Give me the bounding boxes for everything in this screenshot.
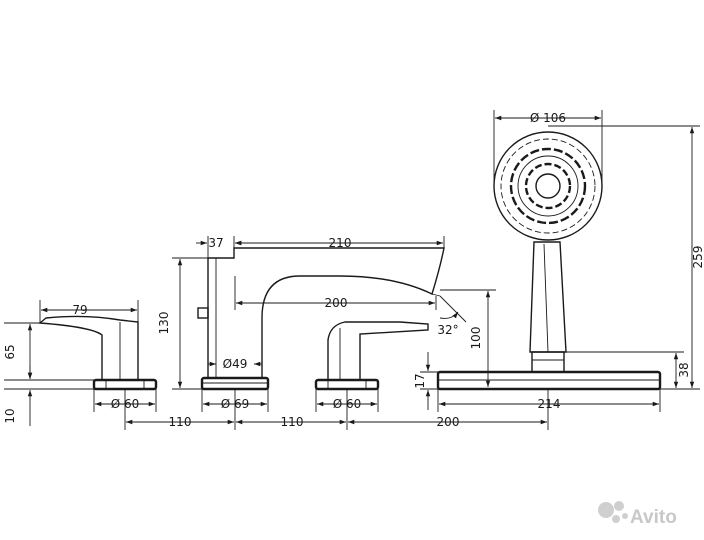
shower-base-plate <box>436 370 662 391</box>
dim-10: 10 <box>3 408 17 423</box>
left-handle-drawing <box>38 315 158 391</box>
shower-holder <box>531 351 565 373</box>
dim-37: 37 <box>208 236 223 250</box>
dimension-lines <box>4 110 700 430</box>
dim-130: 130 <box>157 312 171 335</box>
dim-49-diameter: Ø49 <box>223 357 248 371</box>
dim-38: 38 <box>677 362 691 377</box>
spout-base <box>200 376 270 391</box>
dim-200-bottom: 200 <box>437 415 460 429</box>
dim-79: 79 <box>72 303 87 317</box>
left-handle-base <box>92 378 158 391</box>
middle-handle-lever <box>327 321 429 381</box>
shower-head-center <box>535 173 561 199</box>
hand-shower-drawing <box>436 131 662 391</box>
dim-110-left: 110 <box>169 415 192 429</box>
left-handle-lever <box>38 315 139 381</box>
dim-left-base-diameter: Ø 60 <box>111 397 140 411</box>
avito-logo-icon <box>598 501 628 523</box>
shower-handle <box>529 241 567 353</box>
dim-106-diameter: Ø 106 <box>530 111 566 125</box>
dim-210: 210 <box>329 236 352 250</box>
dim-110-right: 110 <box>281 415 304 429</box>
avito-brand-text: Avito <box>630 507 677 528</box>
avito-watermark: Avito <box>598 501 677 528</box>
middle-handle-drawing <box>314 321 429 391</box>
spout-button <box>197 307 209 319</box>
dim-214: 214 <box>538 397 561 411</box>
dim-200-spout: 200 <box>325 296 348 310</box>
dim-259: 259 <box>691 246 704 269</box>
dimension-labels: 79 65 10 Ø 60 110 37 210 200 130 Ø49 Ø 6… <box>3 111 704 429</box>
dim-100: 100 <box>469 327 483 350</box>
dim-69-diameter: Ø 69 <box>221 397 250 411</box>
dim-middle-base-diameter: Ø 60 <box>333 397 362 411</box>
dim-angle-32: 32° <box>437 323 458 337</box>
dim-65: 65 <box>3 344 17 359</box>
dim-17: 17 <box>413 373 427 388</box>
spout-body <box>207 247 445 379</box>
middle-handle-base <box>314 378 380 391</box>
